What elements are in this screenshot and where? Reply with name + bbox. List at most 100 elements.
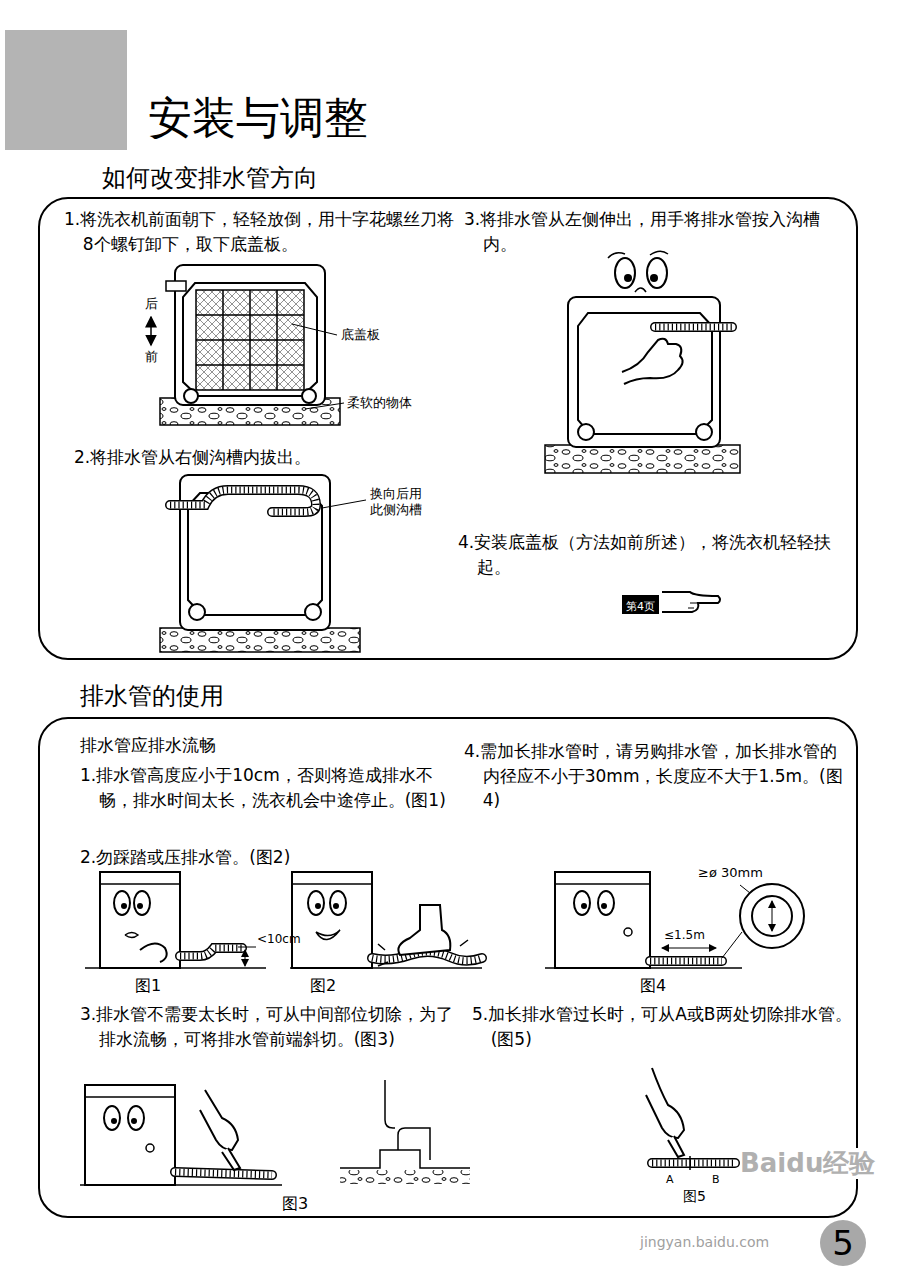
page-ref-text: 第4页 [622,598,659,616]
machine-bottom-view-1-part [175,265,325,405]
figure-3-cut-hose-part [104,1106,120,1130]
machine-bottom-view-3-part [622,339,683,384]
figure-1-hose-height-part [114,891,130,915]
machine-bottom-view-2-part [170,490,316,512]
figure-4-extension-hose-part [752,896,792,936]
pointing-hand-part [688,603,698,608]
figure-1-hose-height-part [140,943,167,962]
step-text: 4.需加长排水管时，请另购排水管，加长排水管的内径应不小于30mm，长度应不大于… [464,739,844,813]
figure-3-cut-hose-part [146,1144,154,1152]
figure-4-extension-hose-part [555,872,650,968]
figure-3-cut-hose-part [385,1080,395,1128]
figure-4-extension-hose-part [740,884,804,948]
machine-bottom-view-2-part [180,475,330,630]
figure-3-cut-hose-part [85,1085,175,1185]
pointing-hand [662,592,720,612]
figure-3-cut-hose [80,1080,470,1185]
figure-2-do-not-step-part [398,905,450,955]
figure-4-extension-hose-part [601,903,607,909]
pointing-hand-part [662,592,720,612]
machine-bottom-view-1-part [166,281,186,291]
figure-label: 前 [145,349,158,365]
machine-bottom-view-1-part [150,317,152,345]
machine-bottom-view-1-part [305,403,344,409]
page-title: 安装与调整 [148,92,368,145]
machine-bottom-view-2-part [189,604,205,620]
figure-5-cut-extension-part [652,1160,735,1167]
figure-3-cut-hose-part [340,1150,470,1168]
machine-bottom-view-3-part [545,445,740,473]
figure-5-cut-extension [646,1068,735,1170]
machine-bottom-view-2-part [170,490,316,512]
page-number-badge: 5 [820,1220,866,1266]
section-heading: 如何改变排水管方向 [102,163,318,193]
figure-5-cut-extension-part [668,1136,684,1157]
figure-4-extension-hose [545,872,804,968]
machine-bottom-view-3-part [568,297,720,447]
machine-bottom-view-3-part [615,258,635,288]
figure-2-do-not-step-part [333,903,339,909]
header-block [5,30,127,150]
figure-1-hose-height-part [180,948,242,956]
figure-1-hose-height-part [100,883,180,885]
machine-bottom-view-3 [545,251,740,473]
figure-1-hose-height-part [245,950,246,966]
figure-2-do-not-step-part [316,930,340,940]
figure-label: 后 [145,296,158,312]
machine-bottom-view-1 [151,265,344,425]
figure-label: 图3 [282,1194,308,1213]
machine-bottom-view-2-part [305,604,321,620]
step-text: 1.将洗衣机前面朝下，轻轻放倒，用十字花螺丝刀将8个螺钉卸下，取下底盖板。 [64,207,464,256]
figure-1-hose-height-part [238,947,256,948]
machine-bottom-view-2 [160,475,366,652]
figure-3-cut-hose-part [222,1148,240,1170]
figure-3-cut-hose-part [200,1090,238,1150]
step-text: 2.将排水管从右侧沟槽内拔出。 [74,445,374,470]
machine-bottom-view-1-part [292,324,337,335]
figure-5-cut-extension-part [652,1160,735,1167]
machine-bottom-view-1-part [183,283,317,396]
figure-2-do-not-step-part [292,872,372,968]
step-text: 1.排水管高度应小于10cm，否则将造成排水不畅，排水时间太长，洗衣机会中途停止… [80,763,458,812]
machine-bottom-view-1-part [302,389,316,403]
figure-label: 图5 [683,1188,706,1205]
watermark: jingyan.baidu.com [640,1234,769,1251]
figure-label: 底盖板 [341,327,380,343]
figure-label: B [712,1173,720,1186]
machine-bottom-view-3-part [624,274,632,282]
figure-3-cut-hose-part [398,1128,430,1160]
figure-2-do-not-step-part [330,891,346,915]
figure-4-extension-hose-part [662,948,716,949]
figure-1-hose-height-part [125,933,138,938]
figure-5-cut-extension-part [689,1156,691,1170]
machine-bottom-view-3-part [608,251,668,292]
step-text: 5.加长排水管过长时，可从A或B两处切除排水管。(图5) [472,1002,854,1051]
figure-4-extension-hose-part [722,932,742,958]
machine-bottom-view-3-part [655,324,732,331]
figure-5-cut-extension-part [652,1158,735,1168]
sub-heading: 排水管应排水流畅 [80,733,420,758]
machine-bottom-view-3-part [696,424,712,440]
machine-bottom-view-1-part [184,389,198,403]
figure-label: 图1 [135,976,161,995]
machine-bottom-view-2-part [170,490,316,512]
figure-3-cut-hose-part [85,1096,175,1098]
section-heading: 排水管的使用 [80,681,224,711]
figure-3-cut-hose-part [175,1172,272,1175]
figure-1-hose-height-part [180,948,242,956]
section-panel: 如何改变排水管方向1.将洗衣机前面朝下，轻轻放倒，用十字花螺丝刀将8个螺钉卸下，… [38,197,858,660]
figure-4-extension-hose-part [624,928,632,936]
figure-1-hose-height [85,872,266,968]
figure-4-extension-hose-part [650,958,722,965]
figure-3-cut-hose-part [340,1170,470,1184]
figure-1-hose-height-part [121,903,127,909]
machine-bottom-view-3-part [655,324,732,331]
figure-2-do-not-step-part [315,903,321,909]
page-ref-button: 第4页 [622,595,659,614]
figure-label: <10cm [257,932,301,946]
figure-label: ≤1.5m [664,928,705,942]
figure-5-cut-extension-part [646,1068,684,1138]
machine-bottom-view-1-part [196,290,304,390]
figure-1-hose-height-part [180,948,242,956]
